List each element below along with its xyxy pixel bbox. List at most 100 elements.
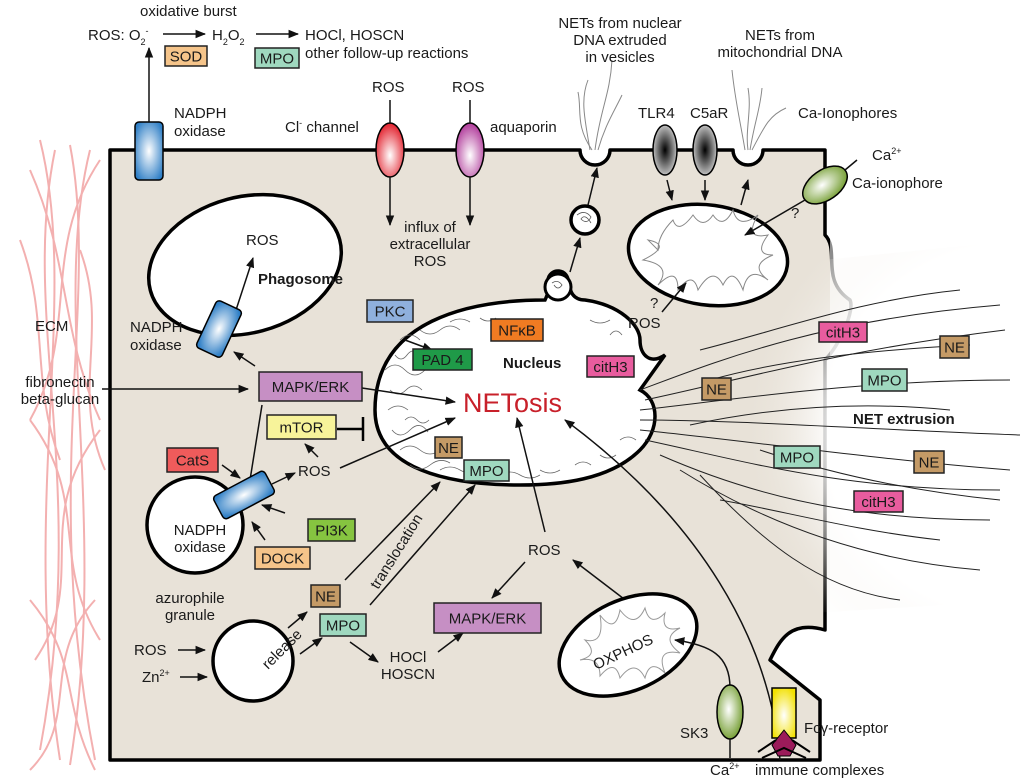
ros-mid: ROS	[298, 463, 331, 480]
mapk-erk-lower-box-bg	[433, 602, 542, 634]
nadph-top-line2: oxidase	[174, 123, 226, 140]
fcg-receptor-label: Fcγ-receptor	[804, 720, 888, 737]
aquaporin-label: aquaporin	[490, 119, 557, 136]
ros-granule: ROS	[134, 642, 167, 659]
sod-box-label: SOD	[170, 49, 203, 66]
influx-line2: extracellular	[390, 236, 471, 253]
mpo-nucleus-box: MPO	[463, 459, 510, 482]
sod-box: SOD	[164, 45, 208, 67]
cith3-nucleus-box-label: citH3	[593, 359, 627, 376]
fibronectin-line2: beta-glucan	[21, 391, 99, 408]
ne-granule-box-label: NE	[315, 589, 336, 606]
mpo-top-box-bg	[254, 47, 300, 69]
cl-channel-label: Cl- channel	[285, 118, 359, 136]
c5ar-icon	[692, 124, 718, 176]
pad4-box: PAD 4	[412, 348, 473, 371]
mapk-erk-lower-box: MAPK/ERK	[433, 602, 542, 634]
nets-mito-line1: NETs from	[745, 27, 815, 44]
mtor-box-label: mTOR	[280, 420, 324, 437]
nfkb-box: NFκB	[490, 318, 544, 342]
influx-line3: ROS	[414, 253, 447, 270]
dock-box-label: DOCK	[261, 551, 304, 568]
hocl-lower-line1: HOCl	[390, 649, 427, 666]
net-ne-box: NE	[913, 450, 945, 474]
oxphos-cristae	[579, 606, 681, 680]
pkc-box-label: PKC	[375, 304, 406, 321]
aquaporin-icon	[455, 122, 485, 178]
net-ne-box-label: NE	[919, 455, 940, 472]
net-cith3-box-bg	[853, 490, 904, 513]
nets-nuclear-line3: in vesicles	[585, 49, 654, 66]
azurophile-line2: granule	[165, 607, 215, 624]
hocl-hoscn-top: HOCl, HOSCN	[305, 27, 404, 44]
nadph-top-line1: NADPH	[174, 105, 227, 122]
fibronectin-line1: fibronectin	[25, 374, 94, 391]
nadph-oxidase-lower-icon	[212, 470, 276, 520]
net-mpo-box-bg	[861, 368, 908, 392]
antibody-icon	[757, 739, 811, 759]
cats-box-label: CatS	[176, 453, 209, 470]
mpo-granule-box: MPO	[319, 613, 367, 637]
pad4-box-bg	[412, 348, 473, 371]
ca-ionophore-label: Ca-ionophore	[852, 175, 943, 192]
pi3k-box-label: PI3K	[315, 523, 348, 540]
cats-box: CatS	[166, 447, 219, 473]
cith3-nucleus-box-bg	[586, 355, 635, 378]
immune-complexes-label: immune complexes	[755, 762, 884, 779]
sk3-icon	[716, 684, 744, 740]
azurophile-granule	[211, 619, 295, 703]
nadph-lower-line2: oxidase	[174, 539, 226, 556]
ne-nucleus-box-label: NE	[438, 440, 459, 457]
net-ne-box-label: NE	[944, 340, 965, 357]
nuclear-bud	[543, 272, 573, 302]
nets-mito-line2: mitochondrial DNA	[717, 44, 842, 61]
mpo-granule-box-label: MPO	[326, 618, 360, 635]
zn-label: Zn2+	[142, 668, 170, 686]
tlr4-icon	[652, 124, 678, 176]
nets-nuclear-line2: DNA extruded	[573, 32, 666, 49]
cl-channel-icon	[375, 122, 405, 178]
net-ne-box: NE	[701, 377, 732, 401]
cith3-nucleus-box: citH3	[586, 355, 635, 378]
mpo-top-box: MPO	[254, 47, 300, 69]
ca2-bottom: Ca2+	[710, 761, 739, 779]
net-cith3-box-bg	[818, 321, 868, 343]
ne-granule-box-bg	[310, 584, 341, 608]
ca-ionophore-icon	[802, 165, 848, 205]
mpo-top-box-label: MPO	[260, 51, 294, 68]
nfkb-box-bg	[490, 318, 544, 342]
net-ne-box: NE	[939, 335, 970, 359]
nadph-lower-line1: NADPH	[174, 522, 227, 539]
pi3k-box-bg	[307, 518, 356, 542]
dock-box: DOCK	[254, 546, 311, 570]
pkc-box-bg	[366, 299, 414, 323]
net-ne-box-bg	[701, 377, 732, 401]
nadph-phago-line2: oxidase	[130, 337, 182, 354]
mapk-erk-box-label: MAPK/ERK	[272, 379, 350, 396]
ca-ionophores-label: Ca-Ionophores	[798, 105, 897, 122]
h2o2: H2O2	[212, 27, 245, 47]
netosis-label: NETosis	[463, 388, 562, 418]
net-strands-top	[577, 59, 787, 151]
ca2-top: Ca2+	[872, 146, 901, 164]
ecm-fibers	[19, 139, 106, 771]
dock-box-bg	[254, 546, 311, 570]
mapk-erk-lower-box-label: MAPK/ERK	[449, 611, 527, 628]
ros-aquaporin: ROS	[452, 79, 485, 96]
net-mpo-box: MPO	[861, 368, 908, 392]
mpo-granule-box-bg	[319, 613, 367, 637]
nucleus-label: Nucleus	[503, 355, 561, 372]
net-extrusion-label: NET extrusion	[853, 411, 955, 428]
vesicle	[569, 204, 601, 236]
mitochondrion-cristae	[641, 208, 774, 292]
mpo-nucleus-box-label: MPO	[469, 463, 503, 480]
net-cith3-box: citH3	[818, 321, 868, 343]
net-ne-box-label: NE	[706, 382, 727, 399]
pi3k-box: PI3K	[307, 518, 356, 542]
mapk-erk-box-bg	[258, 371, 363, 402]
ros-lower: ROS	[528, 542, 561, 559]
net-mpo-box-bg	[773, 445, 821, 469]
ros-o2: ROS: O2-	[88, 26, 149, 47]
